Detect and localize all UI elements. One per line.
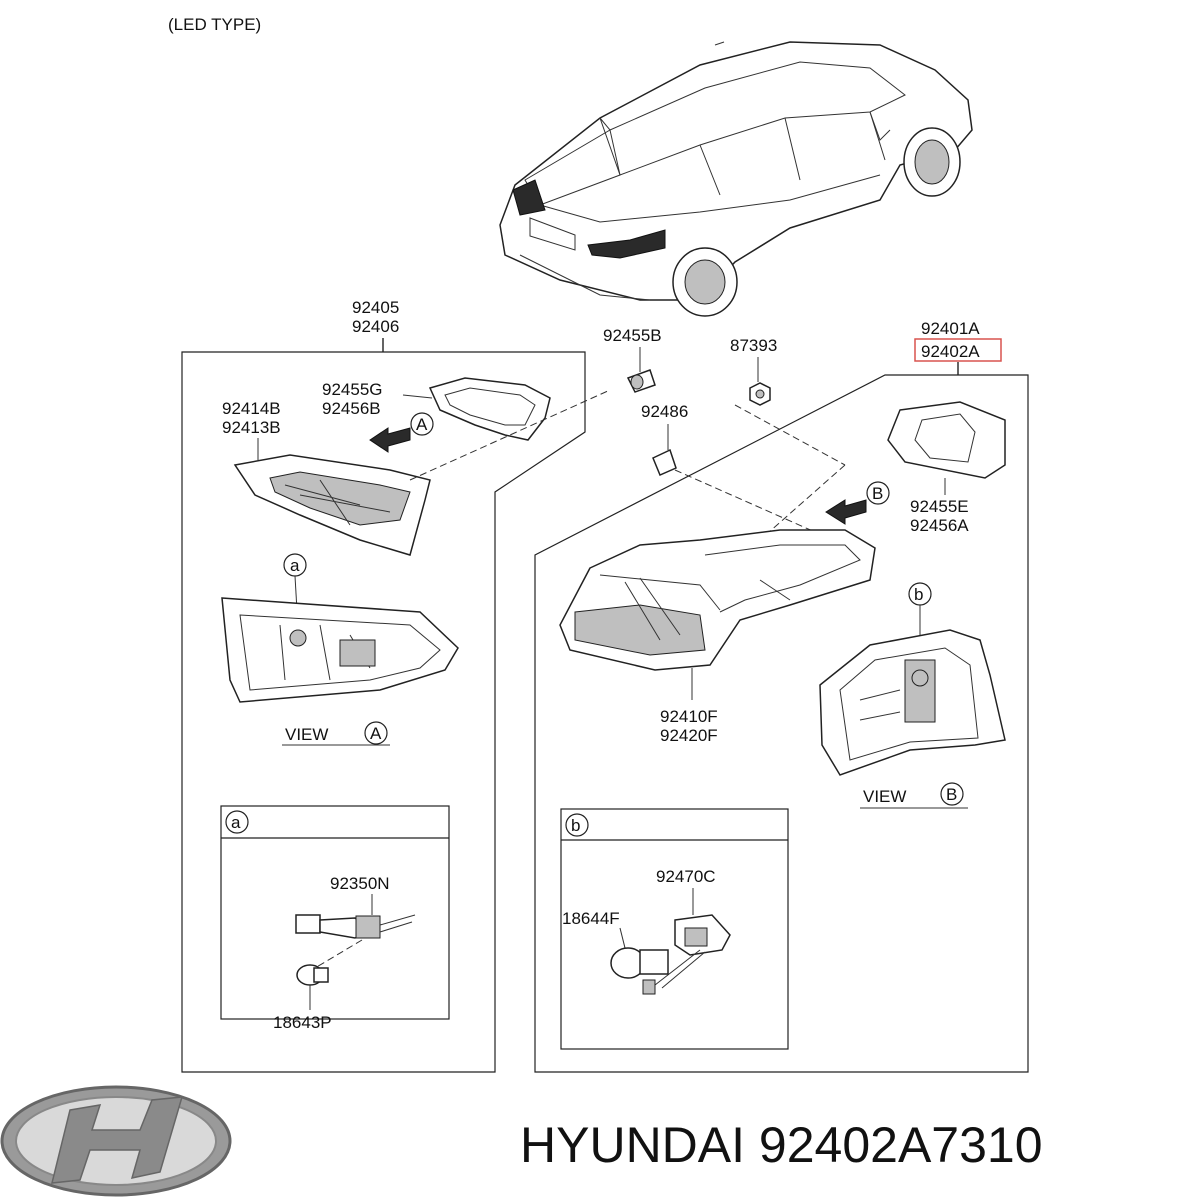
part-label-92455B[interactable]: 92455B <box>603 326 662 345</box>
arrow-b-icon <box>825 499 867 525</box>
part-label-92455E[interactable]: 92455E <box>910 497 969 516</box>
marker-b-label-top: b <box>914 585 923 604</box>
view-b-label: VIEW <box>863 787 906 806</box>
part-label-92402A[interactable]: 92402A <box>921 342 980 361</box>
part-label-92414B[interactable]: 92414B <box>222 399 281 418</box>
middle-parts: 92455B 87393 92486 <box>603 326 846 541</box>
part-label-92410F[interactable]: 92410F <box>660 707 718 726</box>
part-label-92456B[interactable]: 92456B <box>322 399 381 418</box>
footer: HYUNDAI 92402A7310 <box>0 1085 1043 1197</box>
part-label-18644F[interactable]: 18644F <box>562 909 620 928</box>
hyundai-logo <box>0 1085 232 1197</box>
brand-part-number: HYUNDAI 92402A7310 <box>520 1117 1043 1173</box>
part-label-92413B[interactable]: 92413B <box>222 418 281 437</box>
detail-box-b <box>560 808 789 1050</box>
marker-A-label: A <box>416 415 428 434</box>
part-label-92405[interactable]: 92405 <box>352 298 399 317</box>
led-type-label: (LED TYPE) <box>168 15 261 34</box>
part-label-92470C[interactable]: 92470C <box>656 867 716 886</box>
part-label-18643P[interactable]: 18643P <box>273 1013 332 1032</box>
marker-circle-A <box>410 412 434 436</box>
part-label-92406[interactable]: 92406 <box>352 317 399 336</box>
detail-a-marker: a <box>231 813 241 832</box>
grommet-92486 <box>652 448 677 476</box>
right-group: 92401A 92402A 92455E 92456A B 92410F 924… <box>534 319 1029 1073</box>
left-group-frame <box>181 351 586 1073</box>
right-group-frame <box>534 374 1029 1073</box>
socket-92350N <box>295 914 321 934</box>
left-group: 92405 92406 92455G 92456B 92414B 92413B … <box>181 298 611 1073</box>
part-label-92350N[interactable]: 92350N <box>330 874 390 893</box>
detail-box-a <box>220 805 450 1020</box>
part-label-92456A[interactable]: 92456A <box>910 516 969 535</box>
gasket-92455G <box>428 377 551 441</box>
outer-lamp <box>559 529 876 671</box>
marker-a-label-top: a <box>290 556 300 575</box>
part-label-92455G[interactable]: 92455G <box>322 380 383 399</box>
view-a-marker: A <box>370 724 382 743</box>
highlight-box-92402A <box>914 338 1002 362</box>
arrow-a-icon <box>369 427 411 453</box>
marker-B-label: B <box>872 484 883 503</box>
part-label-92486[interactable]: 92486 <box>641 402 688 421</box>
car-illustration <box>499 41 973 317</box>
view-a-label: VIEW <box>285 725 328 744</box>
part-label-87393[interactable]: 87393 <box>730 336 777 355</box>
view-b-marker: B <box>946 785 957 804</box>
detail-b-marker: b <box>571 816 580 835</box>
part-label-92401A[interactable]: 92401A <box>921 319 980 338</box>
part-label-92420F[interactable]: 92420F <box>660 726 718 745</box>
gasket-92455E <box>887 401 1006 479</box>
